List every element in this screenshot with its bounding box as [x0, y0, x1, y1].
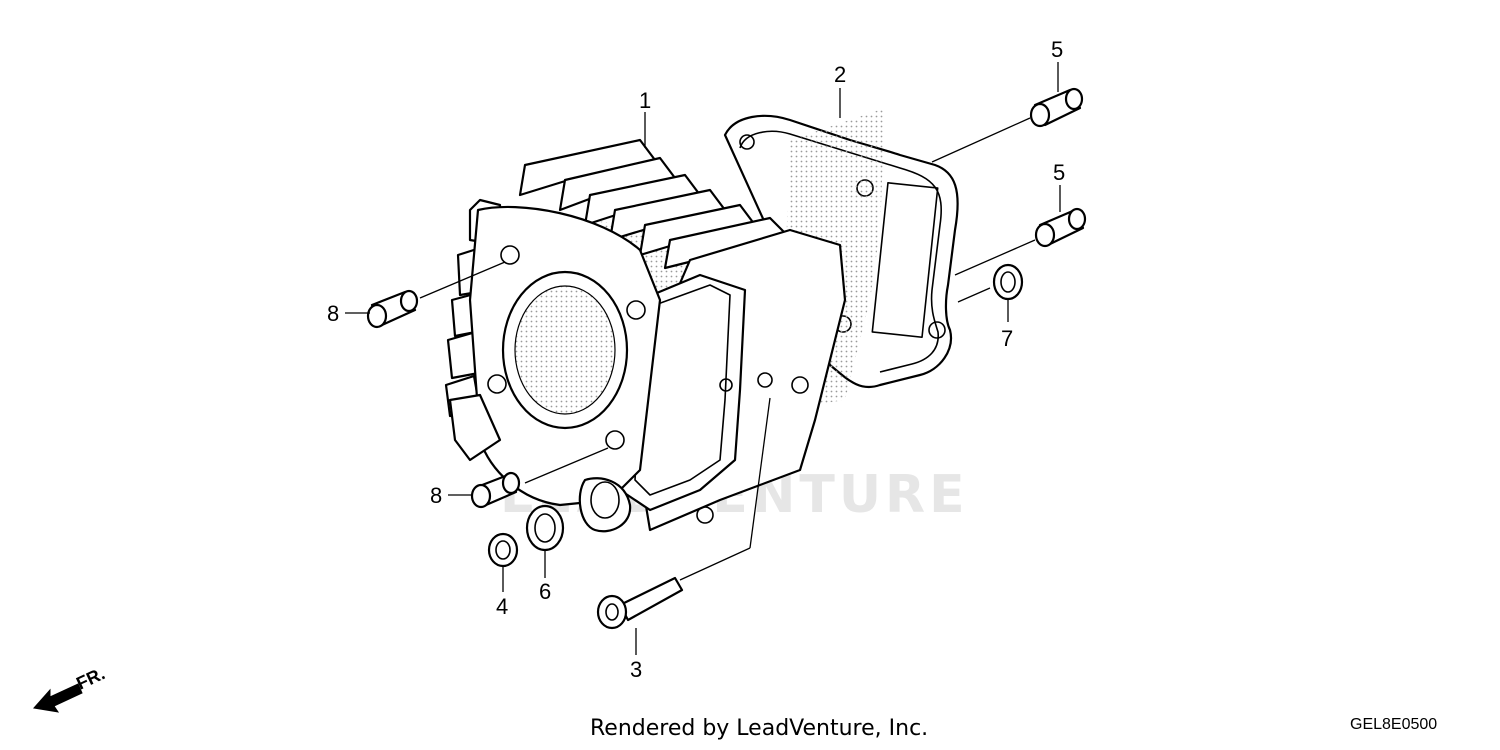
callout-4: 4	[496, 594, 508, 619]
leader-lines	[345, 62, 1061, 655]
cylinder-block	[444, 138, 847, 533]
bolt-3	[596, 576, 684, 630]
front-arrow: FR.	[33, 663, 108, 713]
callouts: 1 2 3 4 5 5 6 7 8 8	[327, 37, 1065, 682]
callout-7: 7	[1001, 326, 1013, 351]
dowel-pin-upper	[1029, 87, 1084, 128]
dowel-pin-8-lower	[470, 471, 521, 509]
o-ring-6	[525, 504, 565, 552]
diagram-code: GEL8E0500	[1350, 716, 1438, 733]
callout-5-upper: 5	[1051, 37, 1063, 62]
callout-6: 6	[539, 579, 551, 604]
callout-1: 1	[639, 88, 651, 113]
callout-5-lower: 5	[1053, 160, 1065, 185]
callout-8-lower: 8	[430, 483, 442, 508]
o-ring-7	[992, 263, 1024, 301]
callout-8-upper: 8	[327, 301, 339, 326]
callout-2: 2	[834, 62, 846, 87]
dowel-pin-8-upper	[366, 289, 419, 329]
dowel-pin-lower	[1034, 207, 1087, 248]
footer-credit: Rendered by LeadVenture, Inc.	[590, 716, 929, 741]
washer-4	[487, 532, 519, 568]
callout-3: 3	[630, 657, 642, 682]
